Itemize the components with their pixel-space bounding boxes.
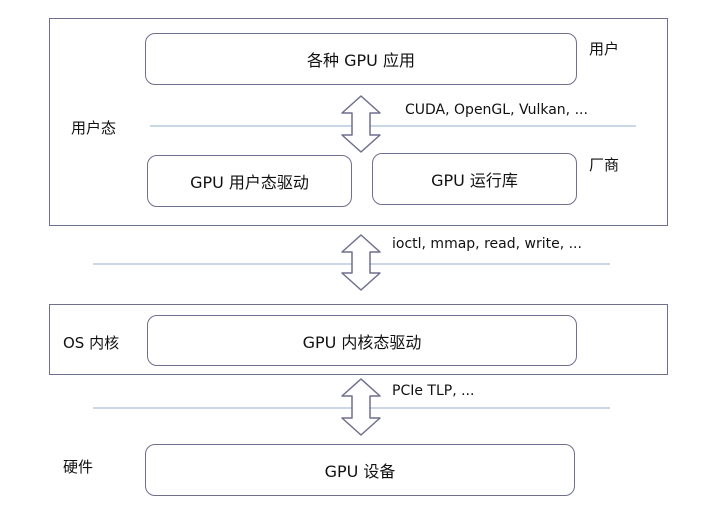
- syscalls-label: ioctl, mmap, read, write, ...: [392, 236, 582, 252]
- double-arrow-icon: [341, 234, 381, 291]
- gpu-apps-box: 各种 GPU 应用: [145, 33, 577, 85]
- gpu-device-box: GPU 设备: [145, 444, 575, 496]
- os-kernel-label: OS 内核: [63, 334, 120, 352]
- vendor-side-label: 厂商: [589, 156, 620, 174]
- hardware-label: 硬件: [63, 458, 94, 476]
- gpu-device-label: GPU 设备: [324, 462, 396, 481]
- gpu-kernel-driver-label: GPU 内核态驱动: [302, 332, 422, 352]
- gpu-user-driver-label: GPU 用户态驱动: [190, 173, 309, 192]
- gpu-runtime-label: GPU 运行库: [431, 171, 518, 190]
- gpu-user-driver-box: GPU 用户态驱动: [147, 155, 352, 207]
- user-mode-label: 用户态: [71, 119, 117, 137]
- gpu-kernel-driver-box: GPU 内核态驱动: [147, 315, 577, 366]
- double-arrow-icon: [341, 378, 381, 436]
- bus-label: PCIe TLP, ...: [392, 383, 475, 399]
- double-arrow-icon: [341, 95, 381, 153]
- gpu-runtime-box: GPU 运行库: [372, 153, 577, 205]
- gpu-apps-label: 各种 GPU 应用: [307, 51, 415, 70]
- graphics-api-label: CUDA, OpenGL, Vulkan, ...: [405, 102, 588, 118]
- user-side-label: 用户: [589, 40, 620, 58]
